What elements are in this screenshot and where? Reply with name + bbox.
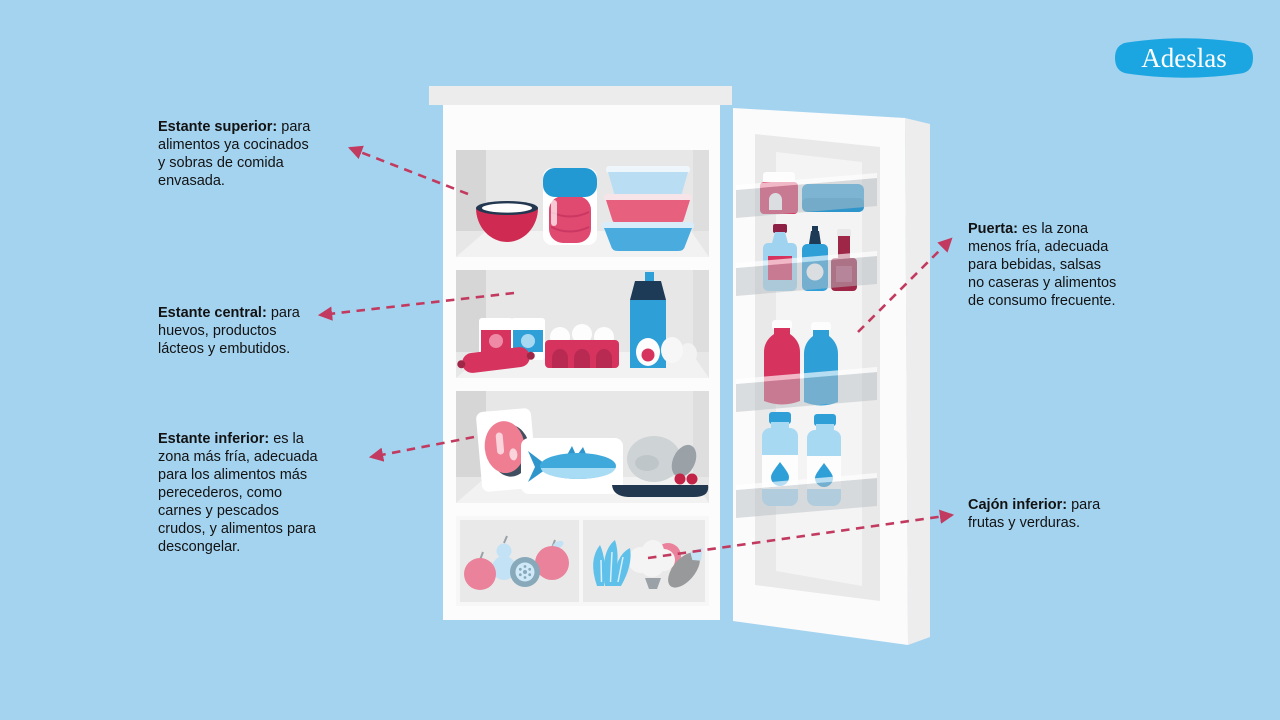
label-lead: Cajón inferior:	[968, 497, 1068, 513]
label-estante-central: Estante central: para huevos, productos …	[158, 304, 388, 358]
arrow-puerta	[857, 237, 953, 333]
fridge-top-cap	[429, 86, 732, 105]
yogurt-cups-icon	[479, 318, 545, 360]
label-text: para frutas y verduras.	[968, 497, 1101, 531]
label-text: es la zona menos fría, adecuada para beb…	[968, 221, 1117, 309]
fish-tray-icon	[521, 438, 623, 494]
crisper-drawer	[456, 516, 709, 606]
annotation-arrows	[317, 145, 955, 560]
fridge-door	[733, 108, 930, 645]
door-side-face	[905, 118, 930, 645]
label-text: para alimentos ya cocinados y sobras de …	[158, 119, 311, 189]
food-jar-icon	[543, 168, 597, 245]
chicken-tray-icon	[612, 436, 709, 497]
logo-shape	[1115, 38, 1253, 78]
adeslas-logo: Adeslas	[1115, 35, 1253, 81]
shelf-bottom	[456, 391, 709, 503]
label-cajon-inferior: Cajón inferior: para frutas y verduras.	[968, 496, 1198, 532]
label-lead: Estante inferior:	[158, 431, 270, 447]
eggs-icon	[636, 337, 697, 366]
fridge-cabinet	[429, 86, 732, 620]
shelf-middle	[456, 270, 709, 378]
bowl-icon	[476, 201, 538, 242]
label-puerta: Puerta: es la zona menos fría, adecuada …	[968, 220, 1198, 310]
arrow-cajon-inferior	[647, 509, 955, 560]
label-lead: Estante superior:	[158, 119, 278, 135]
label-text: es la zona más fría, adecuada para los a…	[158, 431, 318, 555]
label-lead: Estante central:	[158, 305, 267, 321]
arrow-estante-inferior	[368, 435, 475, 462]
label-text: para huevos, productos lácteos y embutid…	[158, 305, 300, 357]
label-lead: Puerta:	[968, 221, 1018, 237]
container-stack-icon	[602, 166, 694, 251]
label-estante-inferior: Estante inferior: es la zona más fría, a…	[158, 430, 388, 556]
sausage-icon	[457, 347, 535, 373]
egg-carton-icon	[545, 324, 619, 368]
logo-text: Adeslas	[1141, 43, 1226, 73]
arrow-estante-superior	[348, 145, 469, 196]
door-trays	[736, 173, 877, 518]
vegetables-icon	[593, 540, 703, 589]
label-estante-superior: Estante superior: para alimentos ya coci…	[158, 118, 388, 190]
shelf-top	[456, 150, 709, 257]
arrow-estante-central	[317, 291, 515, 321]
fruits-icon	[464, 535, 569, 590]
